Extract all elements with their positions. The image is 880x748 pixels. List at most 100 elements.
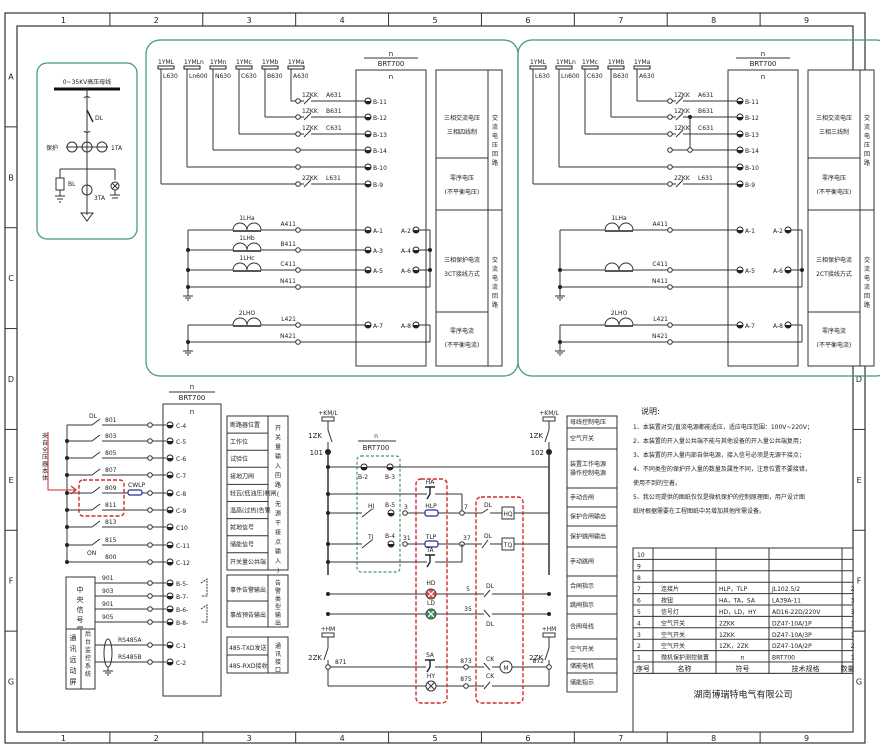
label: 流 [492,265,498,273]
column-label: 8 [711,734,716,743]
device-model-label: BRT700 [378,60,405,68]
wire-label: A631 [698,92,714,99]
air-switch-icon [544,647,550,661]
fuse-icon [321,632,335,638]
bom-cell: JL102.5/2 [771,586,800,593]
wire-label: A631 [326,92,342,99]
device-dashed-box [356,455,401,573]
tj-label: TJ [367,534,374,541]
label: 动 [70,666,77,675]
note-line: 1、本装置对交/直流电源都能适应，适应电压范围：100V~220V； [633,423,813,431]
bom-cell: 6 [637,598,641,605]
label: 流 [864,265,870,273]
junction-dot [65,508,69,512]
air-switch-icon [675,179,684,188]
terminal-label: B-12 [745,115,759,122]
row-label: F [857,577,862,586]
terminal-label: A-8 [773,323,783,330]
label: 压 [864,142,870,149]
cwlp-link-icon [127,489,143,496]
wire-label: B631 [326,108,342,115]
terminal-label: B-4 [385,533,395,540]
screen-label: 中央信号屏 [77,585,84,634]
ct-label: 1LHa [611,215,627,222]
pt-bus-name: 1YMa [288,59,305,66]
desc-text: 储能信号 [230,541,254,549]
wire-label: RS485A [118,637,142,644]
desc-text: 装置工作电源 [570,460,606,468]
label: 本 [42,467,48,475]
terminal-label: B-5 [385,502,395,509]
terminal-icon [295,181,301,187]
pt-wire-label: A630 [639,73,655,80]
wire-label: L421 [281,316,296,323]
ct-coil-icon [228,242,266,251]
ct-coil-icon [600,222,638,231]
node-label: 872 [533,658,545,665]
bom-cell: DZ47-10A/3P [772,632,812,639]
breaker-components-box [475,496,524,704]
node-101 [325,449,331,455]
fuse-icon [542,632,556,638]
wire-label: L631 [326,175,341,182]
label: 路 [275,481,281,489]
label: 接 [275,529,281,537]
bom-header-cell: 名称 [678,664,692,673]
label: 信 [77,605,84,614]
label: 来 [42,433,48,440]
terminal-icon [295,284,301,290]
column-label: 1 [61,734,66,743]
pt-bus-name: 1YMn [210,59,227,66]
terminal-icon [463,683,469,689]
pt-bus-name: 1YMLn [556,59,576,66]
ac-panel-right: nBRT700n1YMLL6301YMLnLn6001YMcC6301YMbB6… [517,39,880,377]
terminal-label: A-3 [373,248,383,255]
pt-wire-label: C630 [587,73,603,80]
terminal-label: B-7- [176,594,188,601]
terminal-label: B-13 [373,132,387,139]
contact-icon [91,434,101,442]
ac-panel-left: nBRT700n1YMLL6301YMLnLn6001YMnN6301YMcC6… [145,39,519,377]
terminal-icon [147,606,153,612]
node-label: 875 [460,676,472,683]
bom-cell: 2 [851,586,855,593]
label: 口 [275,667,281,674]
desc-text: 零序电压 [450,174,474,182]
fuse-icon [542,416,556,422]
terminal-label: B-13 [745,132,759,139]
column-label: 1 [61,16,66,25]
dl-contact-icon [481,508,489,514]
bom-row: 8 [637,575,641,582]
terminal-label: B-9 [373,182,383,189]
bus-label: 0~35KV高压母线 [63,78,112,86]
terminal-label: A-1 [745,228,755,235]
bom-cell: 空气开关 [661,642,685,650]
node-102 [546,449,552,455]
bom-cell: 7 [637,586,641,593]
column-label: 5 [432,734,437,743]
shield-icon [103,638,113,668]
column-label: 2 [154,16,159,25]
terminal-label: A-7 [745,323,755,330]
pt-wire-label: Ln600 [561,73,580,80]
wire-label: 801 [105,417,117,424]
label: 路 [864,159,870,167]
label: 远 [70,656,77,664]
terminal-label: C-12 [176,560,190,567]
label: 路 [492,301,498,309]
desc-text: 三相四线制 [447,128,477,136]
label: 点 [275,538,281,546]
terminal-icon [147,455,153,461]
ck-label: CK [486,673,495,680]
inner-frame [16,25,854,733]
desc-text: 接地刀闸 [230,472,254,480]
company-name: 湖南博瑞特电气有限公司 [693,688,792,700]
terminal-icon [147,490,153,496]
terminal-label: C10 [176,525,188,532]
column-label: 6 [525,734,530,743]
bom-cell: BRT700 [772,655,795,662]
